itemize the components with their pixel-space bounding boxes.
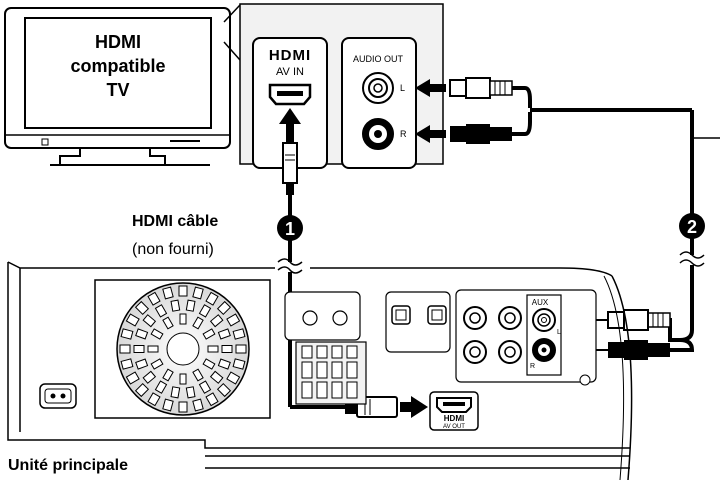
hdmi-cable-title: HDMI câble	[132, 213, 218, 230]
aux-l-label: L	[557, 329, 561, 336]
step-2-number: 2	[687, 217, 697, 237]
tv-hdmi-logo: HDMI	[269, 47, 311, 64]
tv-label-line2: compatible	[70, 56, 165, 76]
up-arrow-icon	[279, 108, 301, 142]
tv-audio-out-label: AUDIO OUT	[353, 54, 404, 64]
tv-audio-l-label: L	[400, 83, 405, 93]
tv-label-line3: TV	[106, 80, 129, 100]
step-2-badge: 2	[679, 213, 705, 239]
aux-r-label: R	[530, 363, 535, 370]
tv-label-line1: HDMI	[95, 32, 141, 52]
hdmi-cable-subtitle: (non fourni)	[132, 241, 214, 258]
aux-label: AUX	[532, 298, 549, 307]
left-arrow-icon	[415, 125, 446, 143]
step-1-number: 1	[285, 219, 295, 239]
tv-audio-r-label: R	[400, 129, 407, 139]
unit-hdmi-port-label: AV OUT	[443, 424, 465, 430]
right-arrow-icon	[400, 396, 428, 418]
step-1-badge: 1	[277, 215, 303, 241]
tv: HDMI compatible TV	[4, 4, 241, 166]
fan-grille	[119, 285, 247, 413]
left-arrow-icon	[415, 79, 446, 97]
unit-hdmi-logo: HDMI	[444, 414, 464, 423]
tv-hdmi-port-label: AV IN	[276, 66, 304, 78]
main-unit-label: Unité principale	[8, 457, 128, 474]
speaker-terminals	[301, 345, 358, 399]
tv-connector-panel: HDMI AV IN AUDIO OUT L R	[239, 3, 444, 169]
main-unit: AUX L R HDMI AV OUT	[7, 261, 633, 481]
